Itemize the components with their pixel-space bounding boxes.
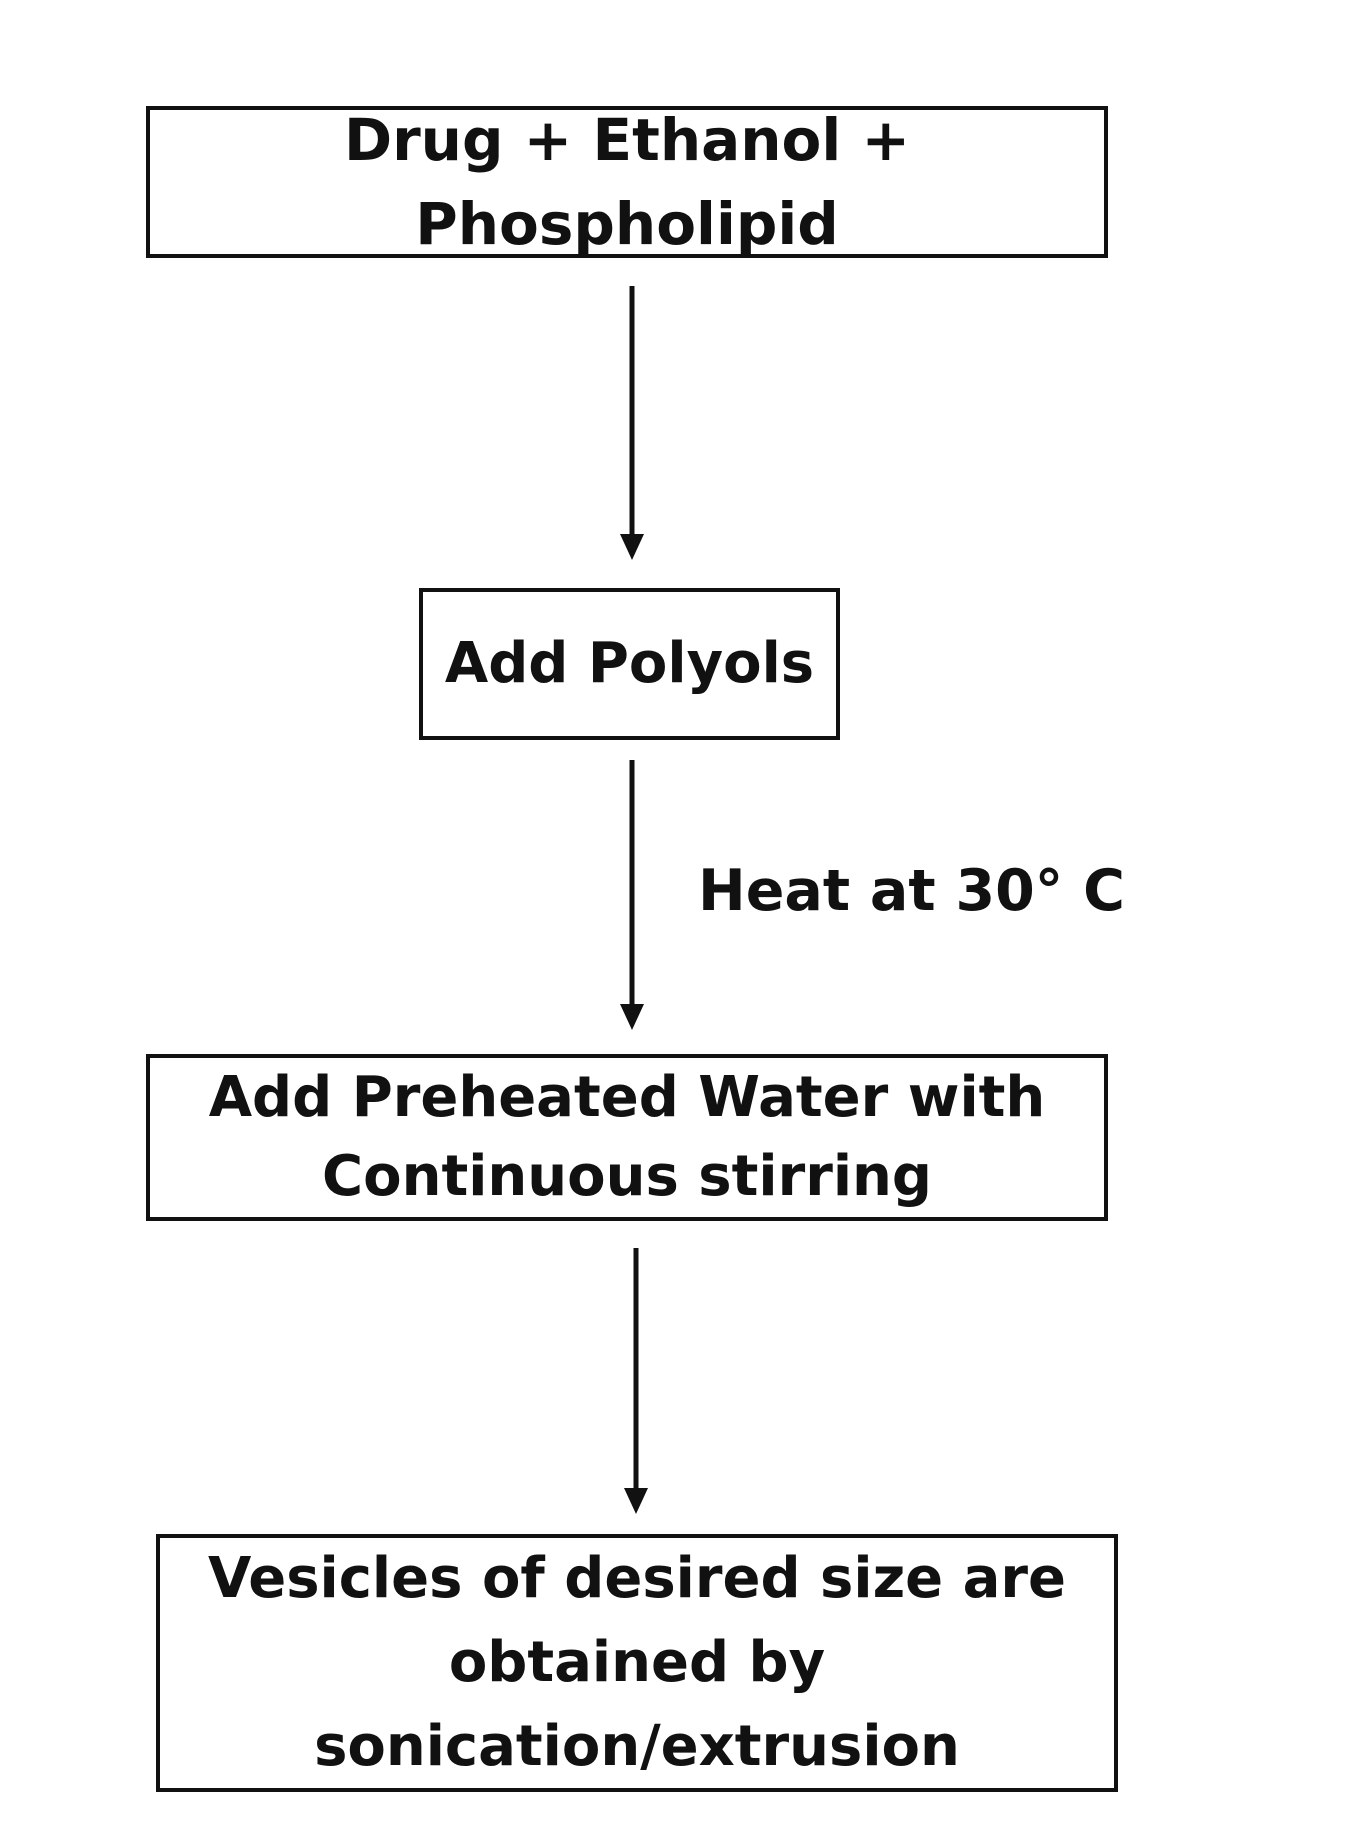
arrow-step2-to-step3 <box>620 760 644 1030</box>
arrow-step1-to-step2 <box>620 286 644 560</box>
flow-step-3: Add Preheated Water with Continuous stir… <box>146 1054 1108 1221</box>
flow-step-4: Vesicles of desired size are obtained by… <box>156 1534 1118 1792</box>
flow-step-3-text: Add Preheated Water with Continuous stir… <box>208 1065 1046 1209</box>
flow-step-2-text: Add Polyols <box>444 631 815 697</box>
flow-step-4-text: Vesicles of desired size are obtained by… <box>207 1546 1067 1779</box>
arrow-step3-to-step4 <box>624 1248 648 1514</box>
flow-step-2: Add Polyols <box>419 588 840 740</box>
flow-step-1: Drug + Ethanol + Phospholipid <box>146 106 1108 258</box>
edge-label-heat: Heat at 30° C <box>698 858 1125 924</box>
flow-step-1-text: Drug + Ethanol + Phospholipid <box>343 105 911 258</box>
